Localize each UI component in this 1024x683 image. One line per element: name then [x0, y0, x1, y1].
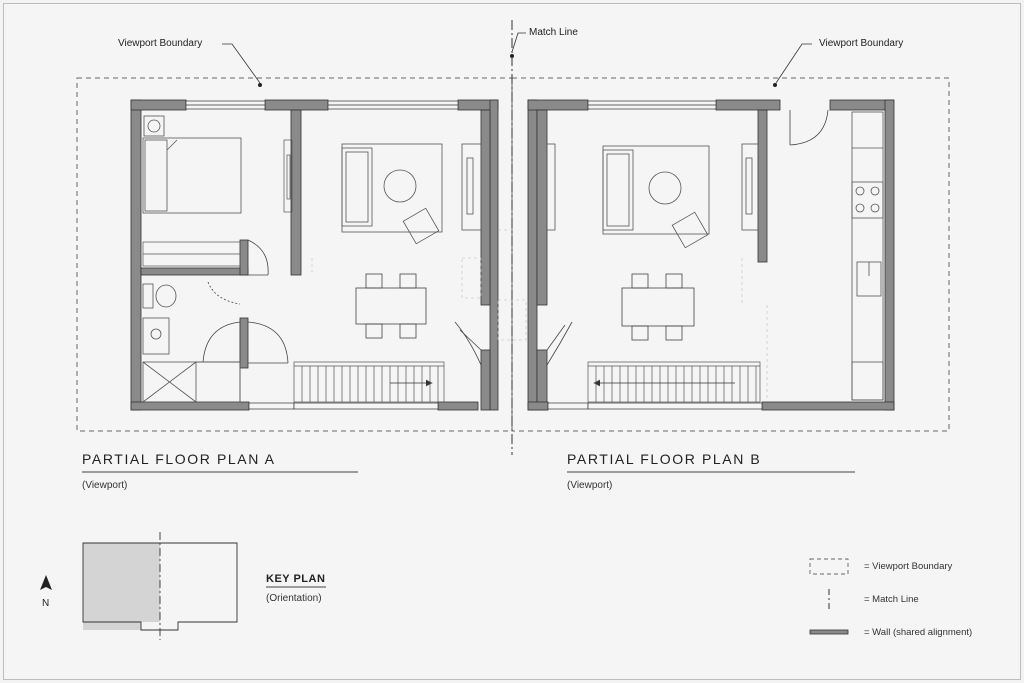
- plan-a-title: PARTIAL FLOOR PLAN A: [82, 451, 276, 467]
- callout-leader-right: [775, 43, 812, 84]
- legend-wall-label: = Wall (shared alignment): [864, 627, 973, 638]
- plan-a-windows: [185, 100, 459, 410]
- plan-b-ghost: [497, 258, 768, 400]
- legend-wall-symbol: [809, 629, 849, 635]
- legend-viewport-symbol: [809, 558, 849, 575]
- north-label: N: [42, 598, 50, 609]
- plan-a: [130, 99, 512, 411]
- plan-b-entry-door: [789, 109, 829, 146]
- key-plan-subtitle: (Orientation): [266, 593, 322, 604]
- callout-leader-match: [511, 32, 526, 53]
- plan-b-dining: [621, 273, 695, 341]
- callout-dot-left: [258, 83, 262, 87]
- plan-a-walls: [130, 99, 499, 411]
- plan-a-closet: [142, 139, 293, 267]
- plan-b-walls: [527, 99, 895, 411]
- plan-a-bath: [142, 283, 241, 403]
- callout-match-line: Match Line: [529, 27, 578, 38]
- plan-b-subtitle: (Viewport): [567, 480, 613, 491]
- legend-match-label: = Match Line: [864, 594, 919, 605]
- plan-a-ghost: [311, 229, 512, 299]
- viewport-boundary-a: [76, 77, 513, 432]
- plan-b-living: [546, 143, 759, 249]
- plan-b-windows: [547, 100, 763, 410]
- legend: [809, 558, 849, 635]
- plan-a-living: [341, 143, 482, 245]
- plan-b-kitchen: [851, 111, 884, 401]
- plan-b: [497, 99, 895, 411]
- key-plan-shaded-part: [83, 543, 160, 630]
- plan-b-title: PARTIAL FLOOR PLAN B: [567, 451, 762, 467]
- viewport-boundary-b: [511, 77, 950, 432]
- callout-viewport-right: Viewport Boundary: [819, 38, 904, 49]
- plan-b-doors: [546, 321, 573, 366]
- plan-b-stairs: [587, 361, 761, 403]
- plan-a-dining: [355, 273, 427, 339]
- plan-a-doors: [202, 239, 482, 366]
- north-arrow-icon: [40, 575, 52, 590]
- callout-dot-right: [773, 83, 777, 87]
- plan-a-stairs: [293, 361, 445, 403]
- legend-viewport-label: = Viewport Boundary: [864, 561, 953, 572]
- callout-viewport-left: Viewport Boundary: [118, 38, 203, 49]
- callout-leader-left: [222, 43, 261, 84]
- key-plan-outline: [82, 542, 238, 631]
- plan-a-subtitle: (Viewport): [82, 480, 128, 491]
- plan-a-bed: [142, 115, 242, 214]
- key-plan: [82, 532, 326, 640]
- key-plan-title: KEY PLAN: [266, 573, 326, 585]
